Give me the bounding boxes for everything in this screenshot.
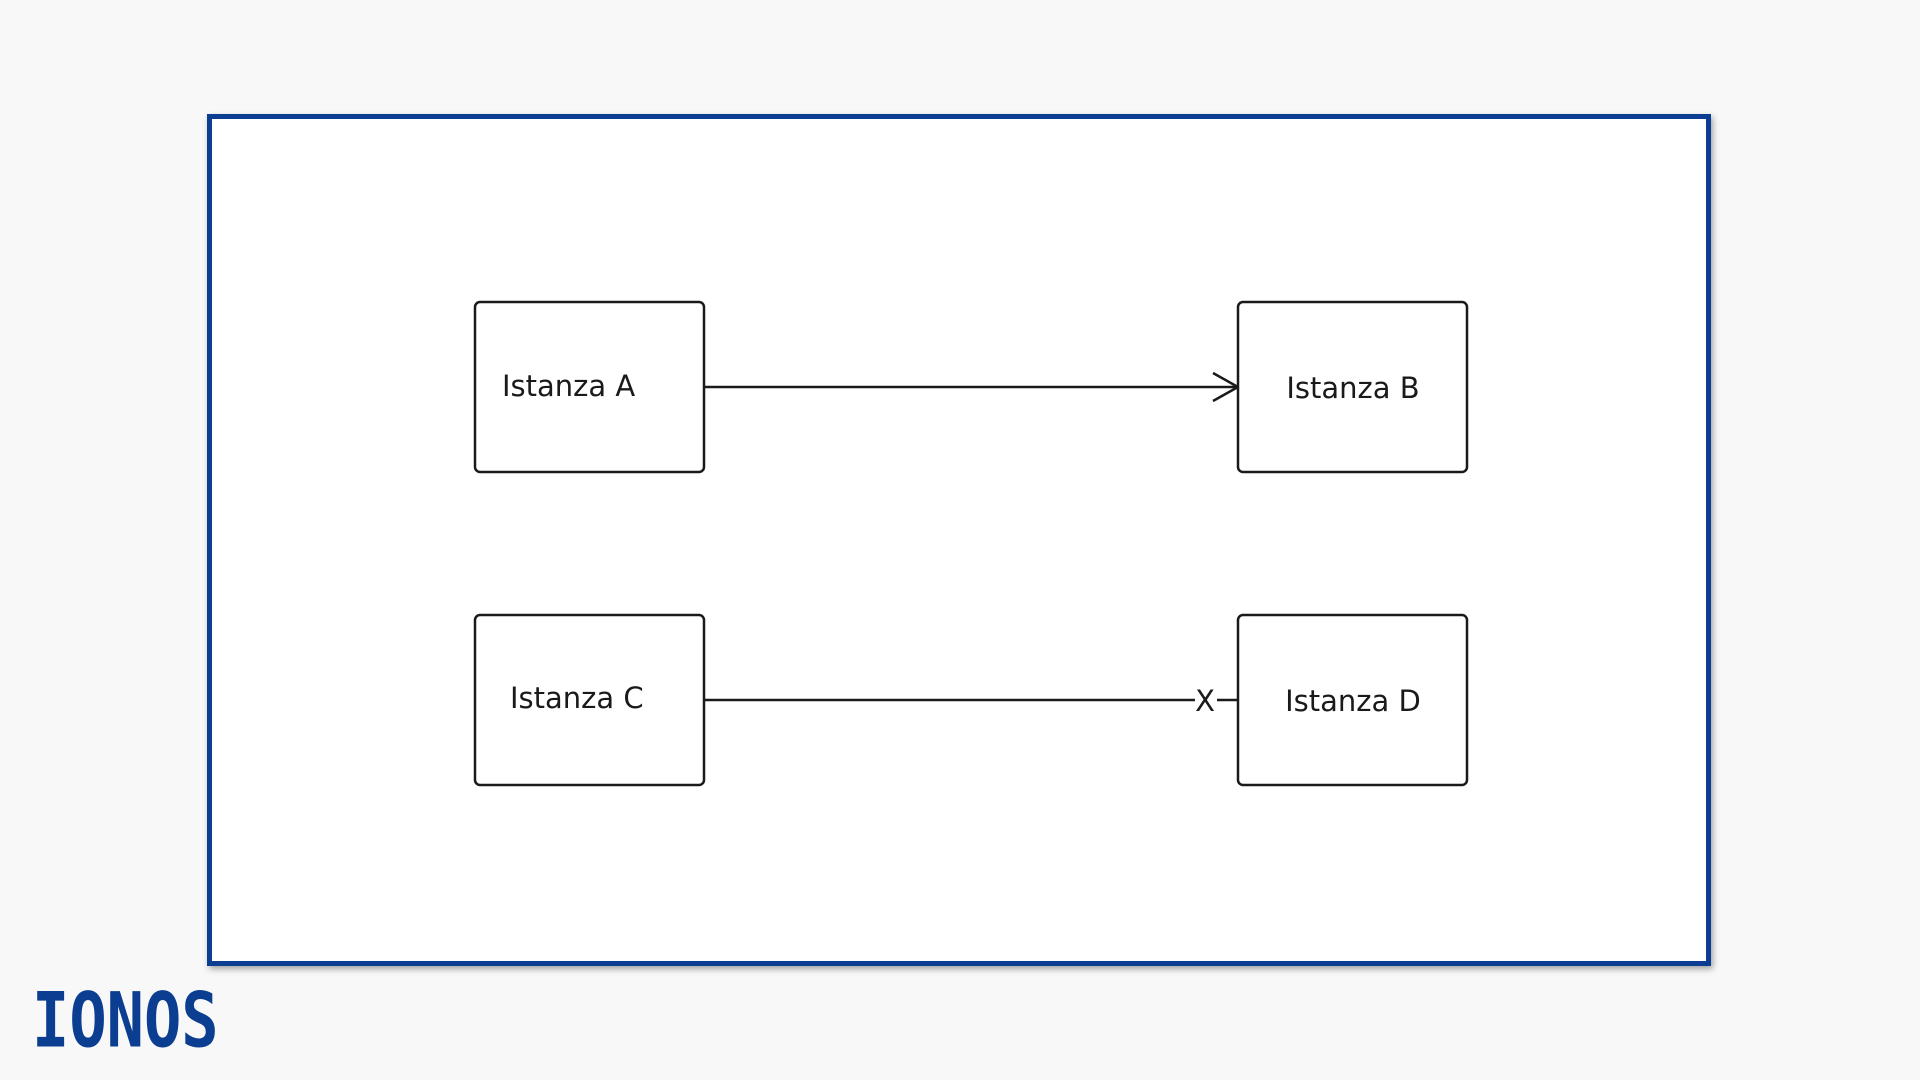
node-istanza-b-label: Istanza B [1286,371,1419,405]
node-istanza-d[interactable]: Istanza D [1236,613,1469,787]
edge-a-to-b [704,371,1241,403]
edge-x-marker: X [1195,684,1215,718]
node-istanza-a-box [473,300,706,474]
node-istanza-d-box [1236,613,1469,787]
node-istanza-c[interactable]: Istanza C [473,613,706,787]
diagram-canvas: X Istanza A Istanza B Istanza C Istanza … [473,300,1469,787]
node-istanza-a[interactable]: Istanza A [473,300,706,474]
node-istanza-c-label: Istanza C [510,681,644,715]
node-istanza-d-label: Istanza D [1285,684,1421,718]
node-istanza-b[interactable]: Istanza B [1236,300,1469,474]
edge-c-to-d: X [704,684,1238,718]
ionos-logo: IONOS [32,975,219,1065]
diagram-frame: X Istanza A Istanza B Istanza C Istanza … [207,114,1711,966]
node-istanza-a-label: Istanza A [502,369,635,403]
node-istanza-c-box [473,613,706,787]
node-istanza-b-box [1236,300,1469,474]
